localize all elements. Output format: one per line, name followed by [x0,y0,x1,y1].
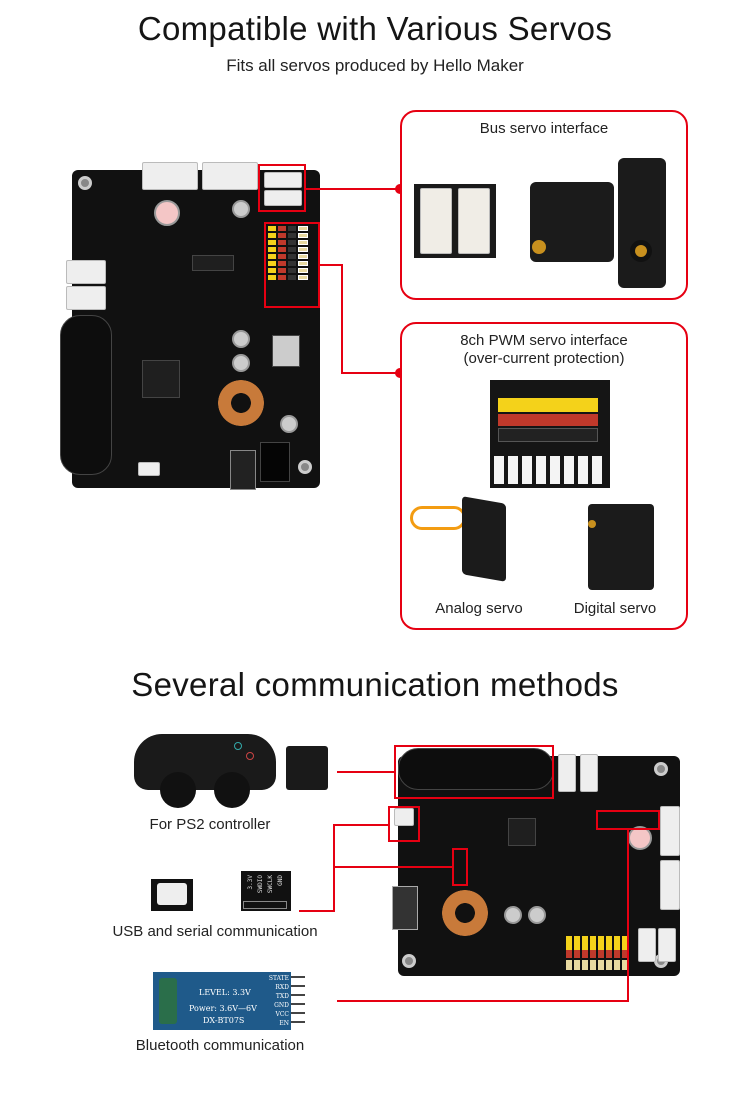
bt-model-text: DX-BT07S [203,1016,245,1025]
power-switch [230,450,256,490]
serial-header-highlight [452,848,468,886]
bt-pin-label: VCC [275,1011,289,1018]
bluetooth-header-highlight [596,810,660,830]
usb-serial-label: USB and serial communication [112,923,318,940]
callout-line-usb-serial [299,910,335,912]
serial-pin-label: 3.3V [247,875,254,890]
capacitor [232,354,250,372]
pwm-servo-card: 8ch PWM servo interface (over-current pr… [400,322,688,630]
bus-servo-photo-front [618,158,666,288]
pwm-card-title-1: 8ch PWM servo interface [460,332,628,349]
bluetooth-label: Bluetooth communication [135,1037,305,1054]
bus-connector [264,172,302,188]
connector [66,260,106,284]
bt-pin-labels: STATE RXD TXD GND VCC EN [263,974,289,1028]
buzzer [154,200,180,226]
bt-power-text: Power: 3.6V—6V [189,1004,257,1013]
mount-hole [298,460,312,474]
regulator [272,335,300,367]
ps2-controller-image [134,728,276,810]
bus-connector [264,190,302,206]
header [192,255,234,271]
connector [202,162,258,190]
capacitor [232,200,250,218]
mount-hole [78,176,92,190]
ps2-socket-highlight [394,745,554,799]
bus-interface-highlight [258,164,306,212]
digital-servo-photo [588,504,654,590]
usb-highlight [388,806,420,842]
ps2-socket [60,315,112,475]
analog-servo-label: Analog servo [435,600,523,617]
bus-card-title: Bus servo interface [479,120,609,137]
ps2-label: For PS2 controller [149,816,271,833]
bt-pin-label: RXD [275,984,289,991]
callout-line-pwm [320,264,342,266]
mcu-chip [508,818,536,846]
bt-header-pins [291,976,305,1028]
bluetooth-module-image: LEVEL: 3.3V Power: 3.6V—6V DX-BT07S STAT… [153,972,291,1030]
callout-line-ps2 [337,771,394,773]
section1-title: Compatible with Various Servos [137,10,613,47]
bt-pin-label: EN [279,1020,289,1027]
capacitor [280,415,298,433]
callout-line-pwm [341,264,343,374]
bt-pin-label: STATE [268,975,289,982]
section1-subtitle: Fits all servos produced by Hello Maker [226,56,524,75]
pwm-header-photo [490,380,610,488]
pwm-pin-header [268,226,308,280]
micro-usb-port [394,808,414,826]
capacitor [232,330,250,348]
bus-servo-photo [530,182,614,262]
micro-usb-image [151,879,193,911]
connector [142,162,198,190]
pwm-interface-highlight [264,222,320,308]
connector [66,286,106,310]
bt-pin-label: TXD [275,993,289,1000]
mcu-chip [142,360,180,398]
dc-jack [260,442,290,482]
serial-header-image: 3.3V SWDIO SWCLK GND [241,871,291,911]
ps2-socket [398,748,554,790]
bt-level-text: LEVEL: 3.3V [199,988,251,997]
callout-line-usb [333,824,388,826]
serial-pin-label: SWCLK [267,875,274,894]
callout-line-bluetooth [337,1000,629,1002]
callout-line-bus [306,188,400,190]
section2-title: Several communication methods [131,666,619,703]
inductor-coil [442,890,488,936]
analog-servo-photo [410,496,520,582]
buzzer [628,826,652,850]
bus-servo-card: Bus servo interface [400,110,688,300]
callout-line-bluetooth [627,830,629,1002]
serial-pin-label: GND [277,875,284,886]
digital-servo-label: Digital servo [573,600,657,617]
bt-pin-label: GND [274,1002,289,1009]
micro-usb-port [138,462,160,476]
inductor-coil [218,380,264,426]
bus-connector-photo [414,184,496,258]
ps2-receiver-image [286,746,328,790]
power-switch [392,886,418,930]
pwm-card-title-2: (over-current protection) [463,350,625,367]
serial-pin-label: SWDIO [257,875,264,894]
callout-line-pwm [341,372,400,374]
callout-line-serial [333,866,452,868]
controller-board-image [60,162,320,490]
